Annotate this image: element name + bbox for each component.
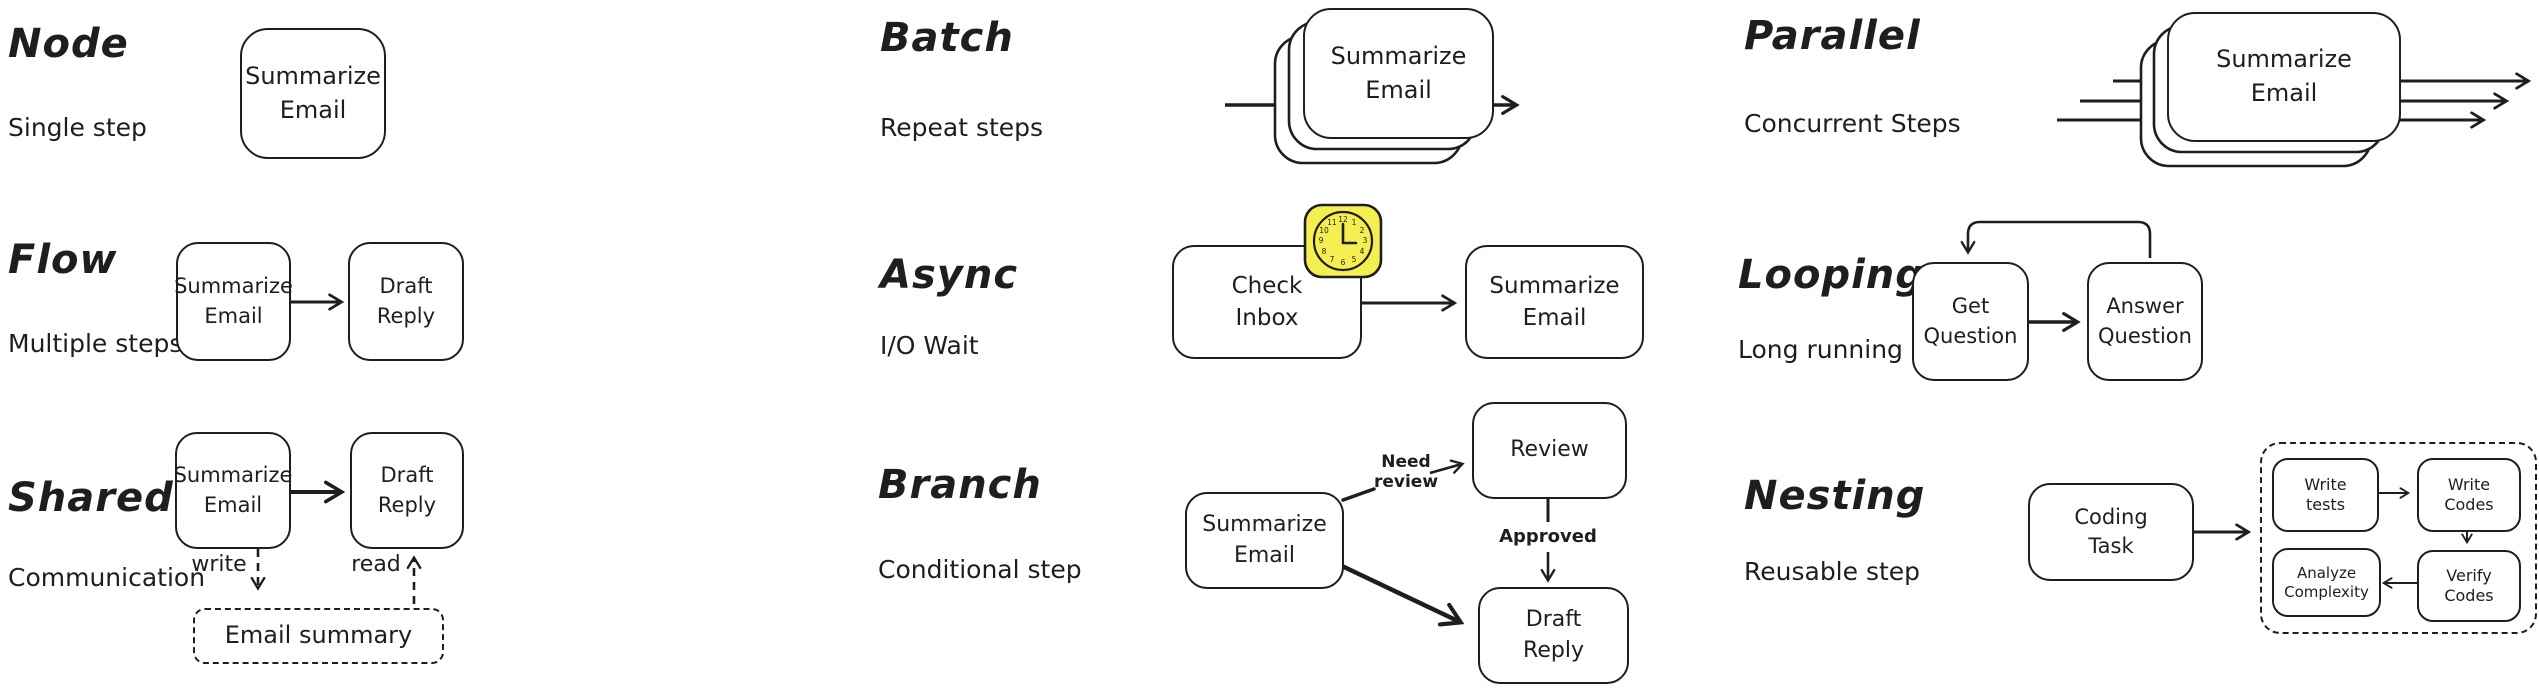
node-title: Node (8, 21, 129, 67)
parallel-box-summarize-email: Summarize Email (2167, 12, 2401, 142)
batch-box-summarize-email: Summarize Email (1303, 8, 1494, 139)
clock-number: 2 (1360, 226, 1365, 235)
nesting-box-coding-task: Coding Task (2028, 483, 2194, 581)
clock-number: 1 (1352, 218, 1357, 227)
branch-box-draft-reply: Draft Reply (1478, 587, 1629, 684)
clock-number: 3 (1363, 236, 1368, 245)
async-title: Async (880, 252, 1019, 298)
shared-arrows (250, 480, 422, 604)
async-box-summarize-email: Summarize Email (1465, 245, 1644, 359)
parallel-title: Parallel (1744, 13, 1921, 59)
flow-subtitle: Multiple steps (8, 329, 183, 358)
flow-title: Flow (8, 237, 118, 283)
branch-box-summarize-email: Summarize Email (1185, 492, 1344, 589)
looping-box-get-question: Get Question (1912, 262, 2029, 381)
branch-subtitle: Conditional step (878, 555, 1082, 584)
clock-number: 10 (1319, 226, 1329, 235)
node-box-summarize-email: Summarize Email (240, 28, 386, 159)
shared-read-label: read (351, 552, 401, 577)
batch-subtitle: Repeat steps (880, 113, 1044, 142)
shared-box-draft-reply: Draft Reply (350, 432, 464, 549)
nesting-subtitle: Reusable step (1744, 557, 1921, 586)
async-subtitle: I/O Wait (880, 331, 979, 360)
nesting-box-verify-codes: Verify Codes (2417, 550, 2521, 622)
looping-arrows (1960, 220, 2152, 332)
clock-number: 8 (1322, 247, 1327, 256)
clock-number: 9 (1319, 236, 1324, 245)
clock-number: 5 (1352, 255, 1357, 264)
node-subtitle: Single step (8, 113, 147, 142)
clock-number: 11 (1327, 218, 1337, 227)
clock-number: 7 (1330, 255, 1335, 264)
nesting-box-write-codes: Write Codes (2417, 458, 2521, 532)
looping-box-answer-question: Answer Question (2087, 262, 2203, 381)
nesting-box-analyze-complexity: Analyze Complexity (2272, 548, 2381, 617)
branch-box-review: Review (1472, 402, 1627, 499)
flow-box-draft-reply: Draft Reply (348, 242, 464, 361)
branch-edge-need-review-label: Need review (1373, 452, 1439, 493)
nesting-subflow-container (2260, 442, 2537, 634)
branch-edge-approved-label: Approved (1499, 526, 1597, 547)
clock-icon: 12 1 2 3 4 5 6 7 8 9 10 11 (1303, 203, 1383, 279)
flow-box-summarize-email: Summarize Email (174, 242, 293, 361)
shared-box-summarize-email: Summarize Email (174, 432, 292, 549)
shared-write-label: write (191, 552, 247, 577)
nesting-title: Nesting (1744, 473, 1926, 519)
clock-hands (1341, 222, 1358, 245)
clock-number: 4 (1360, 247, 1365, 256)
shared-title: Shared (8, 475, 174, 521)
shared-store-email-summary: Email summary (193, 608, 444, 664)
clock-number: 12 (1338, 215, 1348, 224)
looping-title: Looping (1738, 252, 1925, 298)
clock-number: 6 (1341, 258, 1346, 267)
batch-title: Batch (880, 15, 1014, 61)
shared-subtitle: Communication (8, 563, 206, 592)
nesting-box-write-tests: Write tests (2272, 458, 2379, 532)
branch-title: Branch (878, 462, 1042, 508)
parallel-subtitle: Concurrent Steps (1744, 109, 1961, 138)
branch-arrows (1341, 459, 1556, 627)
